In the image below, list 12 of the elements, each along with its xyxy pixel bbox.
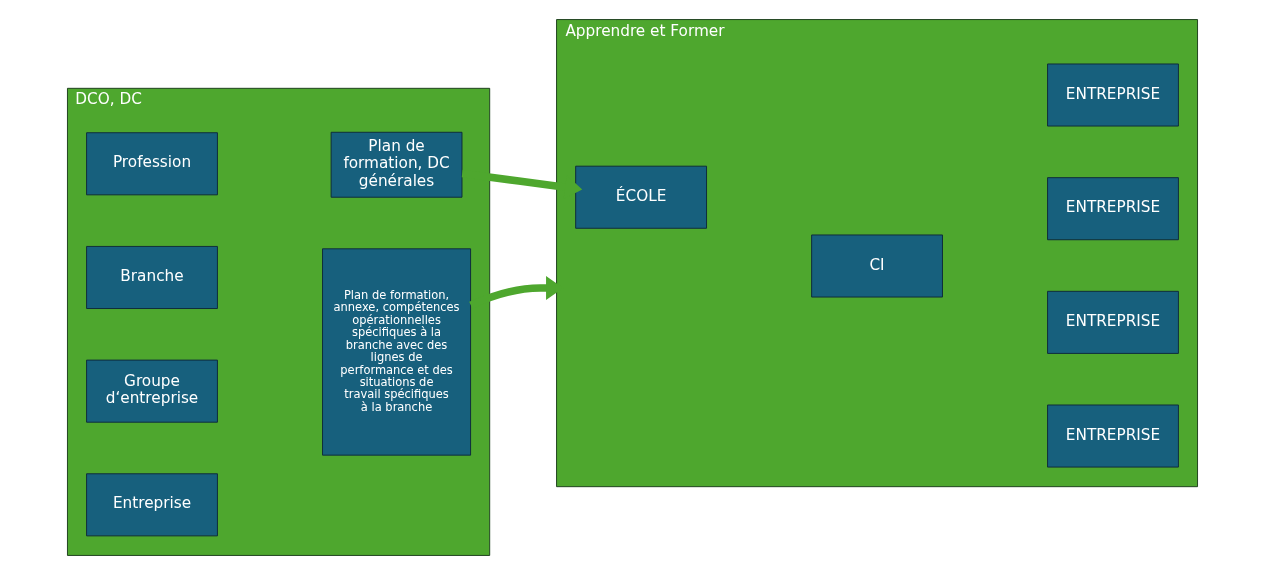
node-box: ÉCOLE: [574, 165, 707, 229]
node-box: ENTREPRISE: [1046, 404, 1179, 468]
node-box: CI: [810, 234, 943, 298]
node-box: Entreprise: [85, 473, 218, 537]
node-box: ENTREPRISE: [1046, 290, 1179, 354]
node-box: Plan de formation, annexe, compétences opérationnelles spécifiques à la branche avec des lignes de performance et des situations de travail spécifiques à la branche: [321, 248, 471, 456]
node-box: ENTREPRISE: [1046, 63, 1179, 127]
node-box: Profession: [85, 132, 218, 196]
node-box: Plan de formation, DC générales: [330, 131, 462, 198]
node-box: Branche: [85, 245, 218, 309]
node-box: Groupe d‘entreprise: [85, 359, 218, 423]
node-box: ENTREPRISE: [1046, 177, 1179, 241]
